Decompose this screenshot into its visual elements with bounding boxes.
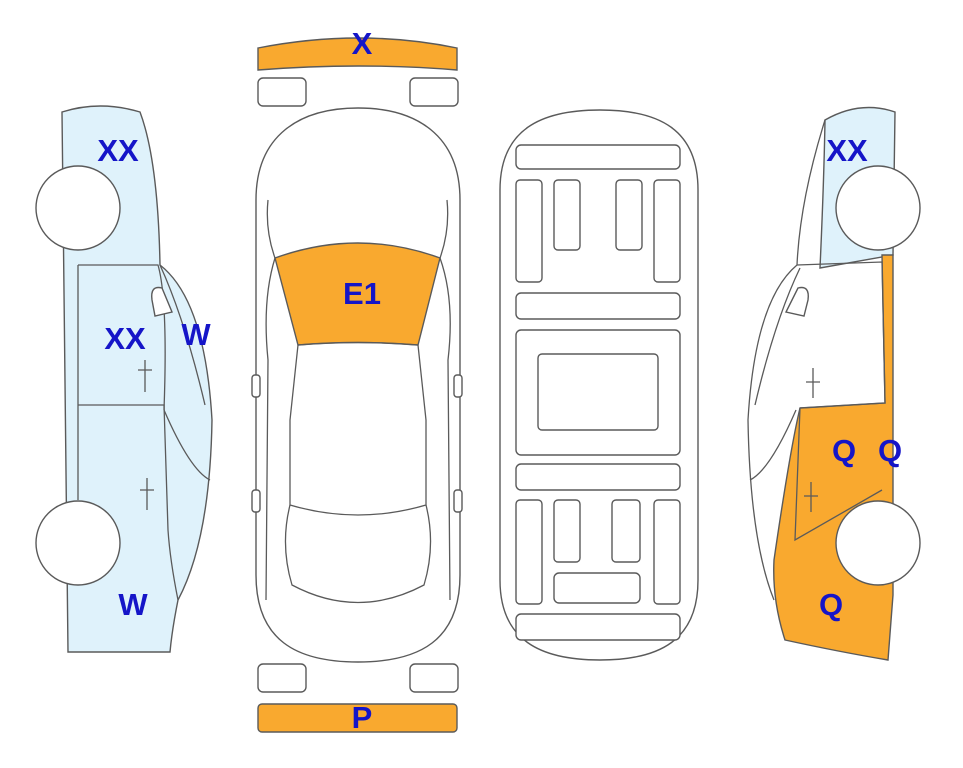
under-slot-fr bbox=[615, 179, 643, 251]
cabin-right-line bbox=[439, 257, 451, 601]
under-slot-rr bbox=[611, 499, 641, 563]
right-pillar-label: Q bbox=[878, 433, 902, 468]
front-bumper-label: X bbox=[352, 26, 373, 61]
hood-line-left bbox=[266, 199, 276, 259]
under-bar-3 bbox=[553, 572, 641, 604]
underbody-view bbox=[499, 109, 699, 661]
left-rear-wheel bbox=[35, 500, 121, 586]
under-slot-rl bbox=[553, 499, 581, 563]
right-front-fender-label: XX bbox=[826, 133, 868, 168]
left-rear-handle bbox=[140, 478, 154, 510]
under-slot-fl bbox=[553, 179, 581, 251]
rear-right-light bbox=[409, 663, 459, 693]
right-handle-top bbox=[453, 489, 463, 513]
left-front-wheel bbox=[35, 165, 121, 251]
left-mirror bbox=[151, 286, 173, 317]
left-front-fender-label: XX bbox=[97, 133, 139, 168]
left-handle-top bbox=[251, 489, 261, 513]
under-rail-rl bbox=[515, 499, 543, 605]
left-rear-quarter-label: W bbox=[118, 587, 148, 622]
under-bar-1 bbox=[515, 292, 681, 320]
under-rail-rr bbox=[653, 499, 681, 605]
under-bar-2 bbox=[515, 463, 681, 491]
right-side-view: XX Q Q Q bbox=[747, 106, 921, 661]
hood-line-right bbox=[439, 199, 449, 259]
right-rear-door-line bbox=[794, 407, 883, 542]
right-front-pillar bbox=[749, 409, 797, 481]
left-front-door-label: XX bbox=[104, 321, 146, 356]
right-window-line bbox=[754, 267, 801, 406]
left-mirror-top bbox=[251, 374, 261, 398]
left-door-lines bbox=[78, 404, 179, 601]
left-window-line bbox=[159, 264, 206, 406]
right-front-handle bbox=[806, 368, 820, 398]
under-panel-rear bbox=[515, 613, 681, 641]
right-rear-handle bbox=[804, 482, 818, 512]
windshield-label: E1 bbox=[343, 276, 381, 311]
rear-left-light bbox=[257, 663, 307, 693]
front-right-light bbox=[409, 77, 459, 107]
rear-window-line bbox=[284, 504, 432, 604]
right-rear-door-label: Q bbox=[832, 433, 856, 468]
left-side-view: XX XX W W bbox=[35, 105, 213, 653]
left-rear-pillar bbox=[163, 409, 211, 481]
right-mirror-top bbox=[453, 374, 463, 398]
rear-bumper-part[interactable] bbox=[257, 703, 458, 733]
right-mirror bbox=[784, 286, 809, 317]
right-rear-wheel bbox=[835, 500, 921, 586]
right-body-outline bbox=[747, 119, 826, 601]
top-body-outline bbox=[255, 107, 461, 663]
under-panel-front bbox=[515, 144, 681, 170]
front-bumper-part[interactable] bbox=[257, 37, 458, 71]
left-front-handle bbox=[138, 360, 152, 392]
left-mirror-area-label: W bbox=[181, 317, 211, 352]
front-left-light bbox=[257, 77, 307, 107]
rear-bumper-label: P bbox=[352, 700, 373, 735]
cabin-left-line bbox=[265, 257, 276, 601]
top-view: X E1 P bbox=[251, 26, 463, 735]
right-rear-quarter-label: Q bbox=[819, 587, 843, 622]
under-rail-fr bbox=[653, 179, 681, 283]
right-front-wheel bbox=[835, 165, 921, 251]
under-mid-panel bbox=[537, 353, 659, 431]
under-rail-fl bbox=[515, 179, 543, 283]
right-front-door-line bbox=[796, 261, 886, 409]
